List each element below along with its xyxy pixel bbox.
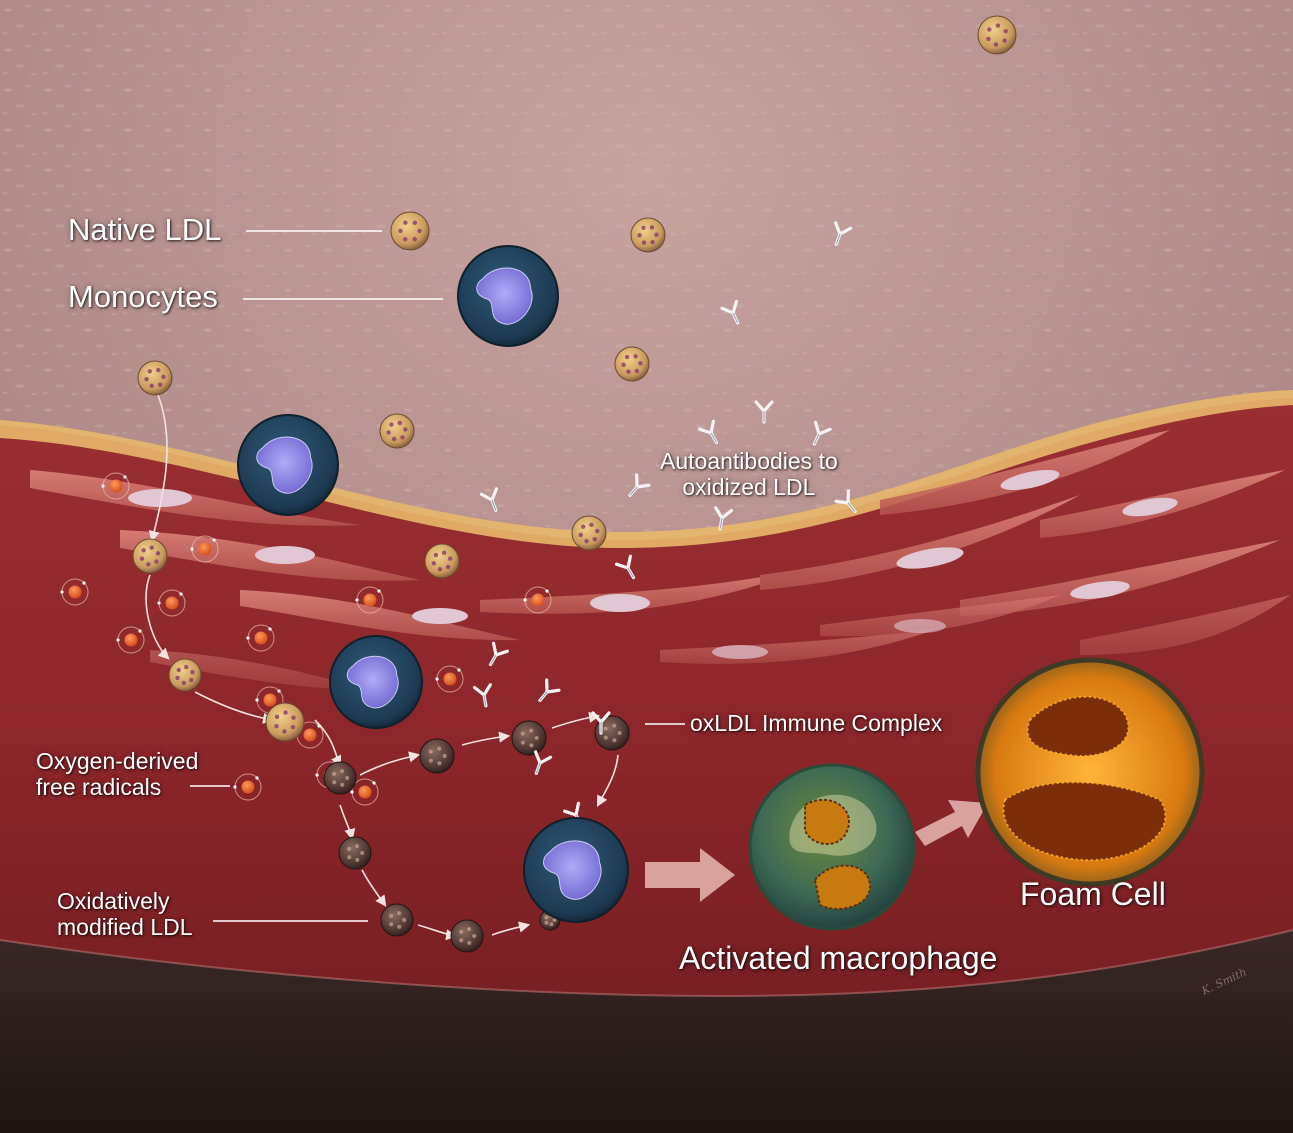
ldl-particle [265,702,305,742]
oxidized-ldl-particle [419,738,455,774]
antibody [479,487,499,512]
antibody [533,750,553,775]
antibody [697,419,719,445]
monocyte [523,817,629,923]
ldl-particle [630,217,666,253]
activated-macrophage-cell [748,763,916,931]
label-oxidized-ldl: Oxidatively modified LDL [57,888,193,941]
free-radical [157,589,186,617]
free-radical [246,624,275,652]
free-radical [101,472,130,500]
oxidized-ldl-particle [380,903,414,937]
leader-lines [190,230,685,922]
antibody [472,683,492,708]
native-ldl-particles [132,15,1017,742]
autoantibodies [472,221,857,827]
arterial-wall [0,398,1293,1133]
label-activated-macrophage: Activated macrophage [679,940,998,976]
antibody [628,473,651,498]
foam-cell [975,657,1205,887]
oxidized-ldl-particle [511,720,547,756]
antibody [720,299,740,325]
label-foam-cell: Foam Cell [1020,876,1166,912]
ldl-particle [614,346,650,382]
oxidized-ldl-particle [450,919,484,953]
oxidized-ldl-particle [594,715,630,751]
ldl-particle [571,515,607,551]
antibody [538,678,561,703]
antibody [488,641,510,667]
arrow-to-foam-cell [915,800,988,846]
label-oxldl-immune-complex: oxLDL Immune Complex [690,710,943,736]
free-radical [116,626,145,654]
label-monocytes: Monocytes [68,279,218,314]
antibody [833,221,853,246]
free-radical [60,578,89,606]
free-radical [355,586,384,614]
label-native-ldl: Native LDL [68,212,222,247]
ldl-particle [977,15,1017,55]
smooth-muscle-cells [30,430,1290,690]
antibody [834,489,857,514]
antibody [754,400,774,424]
oxidized-ldl-particle [338,836,372,870]
ldl-particle [390,211,430,251]
ldl-particle [137,360,173,396]
monocyte [329,635,423,729]
monocyte [457,245,559,347]
free-radical [523,586,552,614]
arrow-to-macrophage [645,848,735,902]
ldl-particle [424,543,460,579]
vessel-base [0,930,1293,1133]
oxidized-ldl-particles [323,715,630,953]
antibody [591,711,611,735]
free-radical [435,665,464,693]
monocyte-cells [237,245,629,923]
ldl-particle [132,538,168,574]
free-radical [190,535,219,563]
ldl-particle [168,658,202,692]
antibody [812,420,832,446]
label-autoantibodies: Autoantibodies to oxidized LDL [660,448,838,501]
free-radical [350,778,379,806]
antibody [714,506,734,531]
free-radical [233,773,262,801]
antibody [614,554,636,580]
ldl-particle [379,413,415,449]
oxidized-ldl-particle [323,761,357,795]
monocyte [237,414,339,516]
label-free-radicals: Oxygen-derived free radicals [36,748,199,801]
